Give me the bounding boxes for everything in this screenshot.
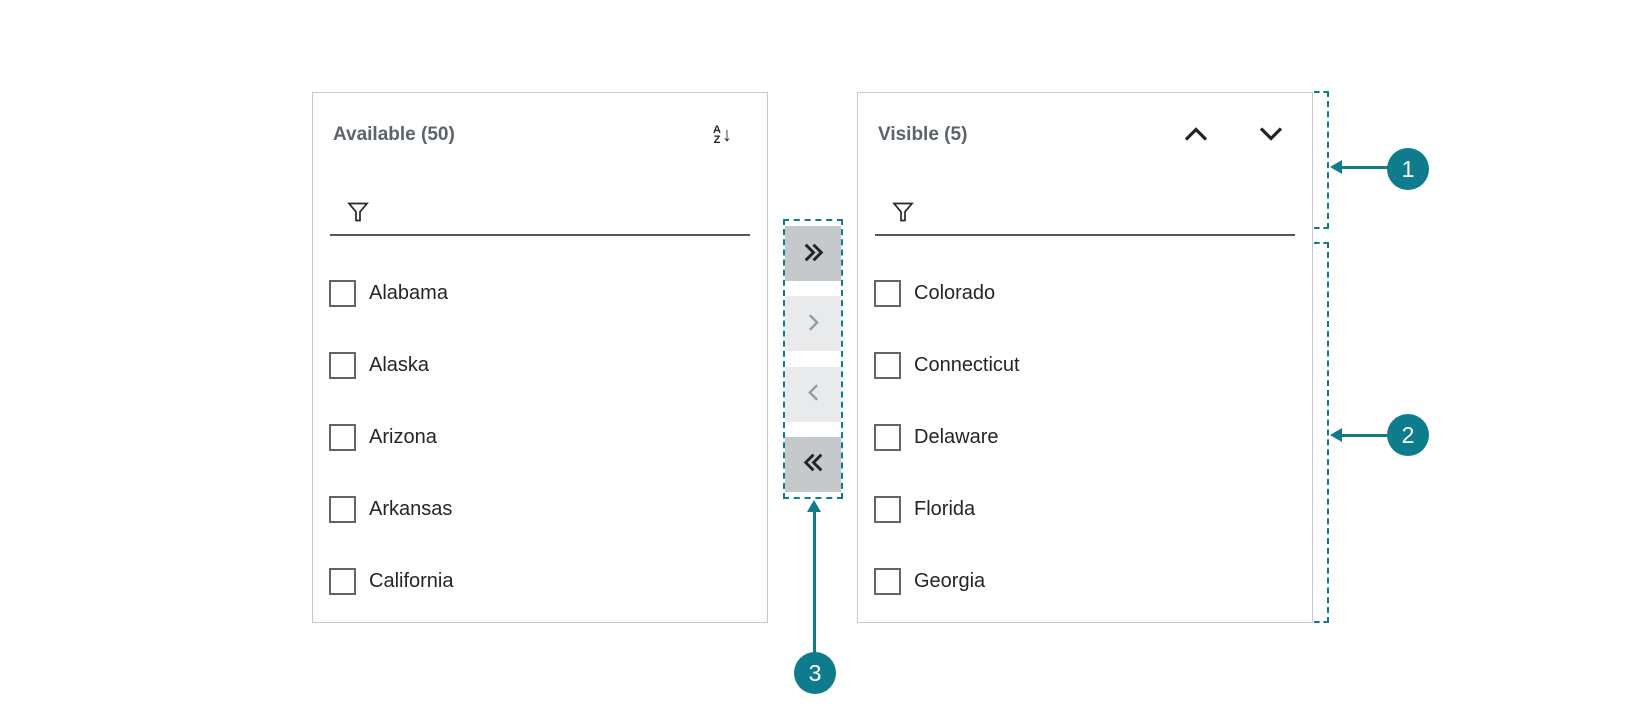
available-panel-title: Available (50) [333, 124, 455, 145]
annotation-marker-2: 2 [1387, 414, 1429, 456]
item-label: Alabama [369, 281, 448, 304]
chevron-left-icon [801, 380, 826, 408]
item-label: Arizona [369, 425, 437, 448]
marker-label: 3 [808, 659, 822, 686]
annotation-arrow-3 [813, 511, 816, 653]
visible-filter-input[interactable] [923, 195, 1287, 228]
visible-panel-title: Visible (5) [878, 124, 968, 145]
transfer-buttons [783, 219, 843, 499]
sort-alpha-descending-icon[interactable]: A Z ↓ [713, 124, 732, 146]
visible-list: Colorado Connecticut Delaware Florida Ge… [874, 257, 1296, 617]
annotation-marker-3: 3 [794, 652, 836, 694]
annotation-arrowhead-1 [1330, 160, 1342, 174]
sort-letter-z: Z [713, 134, 721, 146]
checkbox[interactable] [874, 423, 901, 451]
annotation-marker-1: 1 [1387, 148, 1429, 190]
filter-funnel-icon [891, 200, 915, 224]
annotation-arrow-1 [1340, 166, 1390, 169]
visible-filter [875, 189, 1295, 236]
item-label: Alaska [369, 353, 430, 376]
list-item[interactable]: Alaska [329, 329, 751, 401]
annotation-arrow-2 [1340, 434, 1390, 437]
list-item[interactable]: Arizona [329, 401, 751, 473]
list-item[interactable]: California [329, 545, 751, 617]
annotation-bracket-items [1314, 242, 1329, 623]
checkbox[interactable] [329, 567, 356, 595]
item-label: Florida [914, 497, 976, 520]
checkbox[interactable] [874, 567, 901, 595]
item-label: Colorado [914, 281, 996, 304]
annotation-bracket-toolbar [1314, 91, 1329, 229]
available-list: Alabama Alaska Arizona Arkansas Californ… [329, 257, 751, 617]
item-label: Connecticut [914, 353, 1020, 376]
list-item[interactable]: Georgia [874, 545, 1296, 617]
list-item[interactable]: Delaware [874, 401, 1296, 473]
visible-panel: Visible (5) [857, 92, 1313, 623]
item-label: Georgia [914, 569, 986, 592]
available-filter-input[interactable] [378, 195, 742, 228]
move-all-right-button[interactable] [785, 226, 841, 281]
available-panel: Available (50) A Z ↓ Alabama [312, 92, 768, 623]
filter-funnel-icon [346, 200, 370, 224]
move-selected-right-button[interactable] [785, 296, 841, 352]
item-label: Arkansas [369, 497, 453, 520]
checkbox[interactable] [329, 423, 356, 451]
move-item-down-button[interactable] [1258, 126, 1284, 145]
move-selected-left-button[interactable] [785, 366, 841, 422]
visible-panel-header: Visible (5) [878, 117, 1284, 153]
list-item[interactable]: Arkansas [329, 473, 751, 545]
checkbox[interactable] [329, 351, 356, 379]
item-label: Delaware [914, 425, 999, 448]
chevron-down-icon [1258, 126, 1284, 145]
checkbox[interactable] [874, 351, 901, 379]
move-item-up-button[interactable] [1183, 126, 1209, 145]
double-chevron-right-icon [800, 240, 827, 268]
reorder-actions [1183, 126, 1284, 145]
annotation-arrowhead-3 [807, 500, 821, 512]
available-filter [330, 189, 750, 236]
list-item[interactable]: Alabama [329, 257, 751, 329]
checkbox[interactable] [329, 279, 356, 307]
list-item[interactable]: Florida [874, 473, 1296, 545]
marker-label: 2 [1401, 421, 1415, 448]
chevron-right-icon [801, 310, 826, 338]
double-chevron-left-icon [800, 450, 827, 478]
checkbox[interactable] [874, 495, 901, 523]
move-all-left-button[interactable] [785, 436, 841, 492]
marker-label: 1 [1401, 155, 1415, 182]
chevron-up-icon [1183, 126, 1209, 145]
checkbox[interactable] [329, 495, 356, 523]
available-panel-header: Available (50) A Z ↓ [333, 117, 732, 153]
sort-letters: A Z [713, 124, 721, 146]
annotation-arrowhead-2 [1330, 428, 1342, 442]
checkbox[interactable] [874, 279, 901, 307]
list-item[interactable]: Colorado [874, 257, 1296, 329]
sort-letter-a: A [713, 124, 721, 136]
item-label: California [369, 569, 454, 592]
list-item[interactable]: Connecticut [874, 329, 1296, 401]
sort-arrow-down-icon: ↓ [722, 124, 732, 146]
